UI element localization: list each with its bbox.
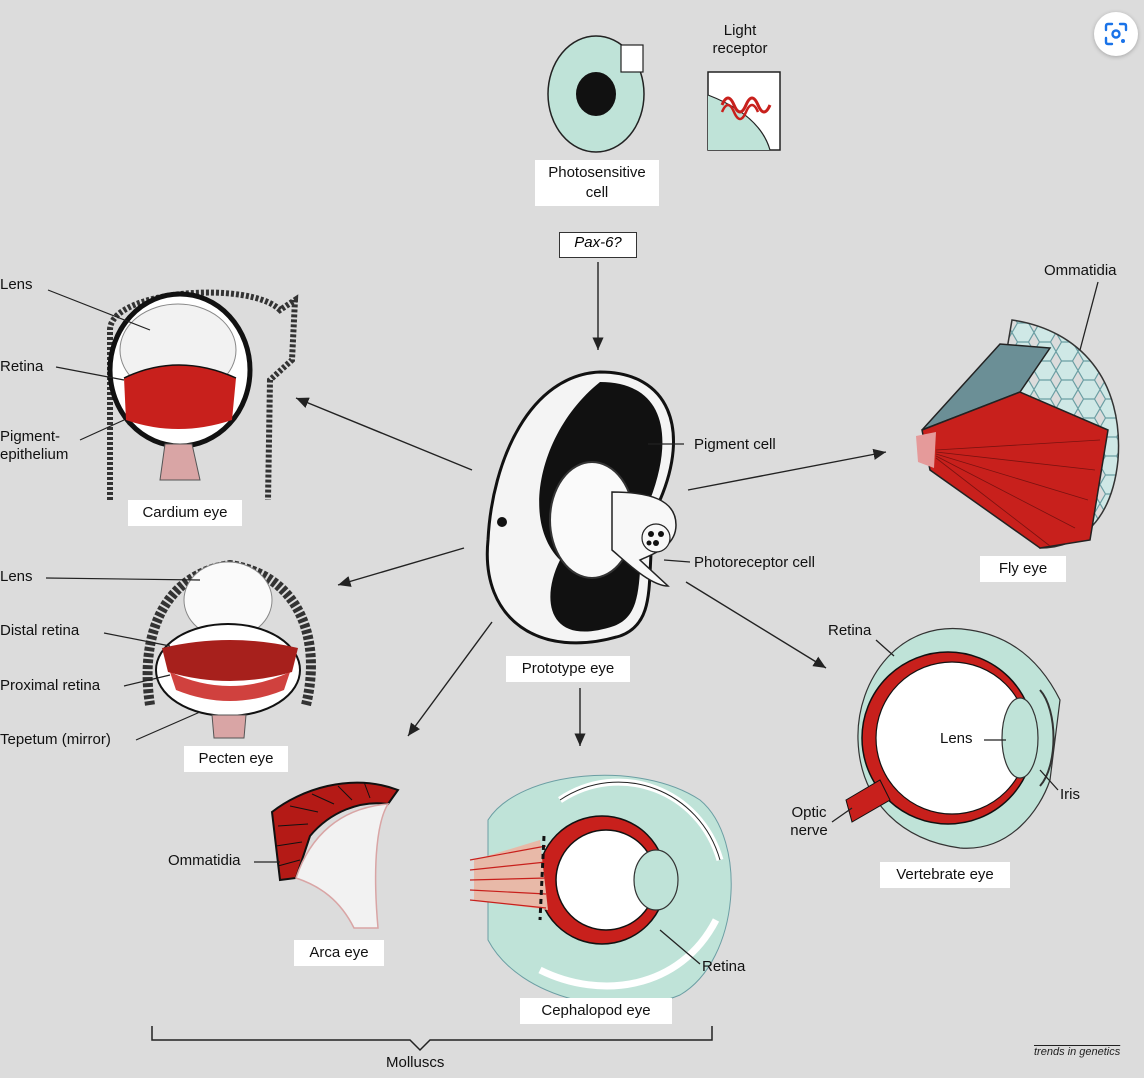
pax6-label: Pax-6?: [559, 232, 637, 258]
cephalopod-eye-title: Cephalopod eye: [520, 998, 672, 1024]
fly-eye-drawing: [916, 282, 1119, 548]
light-receptor-label: Light receptor: [708, 22, 772, 58]
cardium-eye-drawing: [48, 290, 295, 500]
cardium-retina-label: Retina: [0, 358, 43, 376]
distal-retina-label: Distal retina: [0, 622, 79, 640]
molluscs-brace: [152, 1026, 712, 1050]
optic-nerve-label: Optic nerve: [784, 804, 834, 840]
cardium-lens-label: Lens: [0, 276, 33, 294]
visual-search-button[interactable]: [1094, 12, 1138, 56]
photosensitive-cell-label: Photosensitive cell: [535, 160, 659, 206]
fly-eye-title: Fly eye: [980, 556, 1066, 582]
prototype-eye-title: Prototype eye: [506, 656, 630, 682]
arca-eye-drawing: [254, 782, 398, 928]
vertebrate-iris-label: Iris: [1060, 786, 1080, 804]
vertebrate-retina-label: Retina: [828, 622, 871, 640]
tapetum-label: Tepetum (mirror): [0, 731, 111, 749]
visual-search-icon: [1103, 21, 1129, 47]
arca-ommatidia-label: Ommatidia: [168, 852, 241, 870]
pecten-lens-label: Lens: [0, 568, 33, 586]
light-receptor-drawing: [708, 72, 780, 150]
cardium-eye-title: Cardium eye: [128, 500, 242, 526]
proximal-retina-label: Proximal retina: [0, 677, 100, 695]
pecten-eye-drawing: [46, 562, 311, 740]
pigment-cell-label: Pigment cell: [694, 436, 776, 454]
fly-ommatidia-label: Ommatidia: [1044, 262, 1117, 280]
vertebrate-eye-title: Vertebrate eye: [880, 862, 1010, 888]
molluscs-label: Molluscs: [386, 1054, 444, 1072]
cephalopod-retina-label: Retina: [702, 958, 745, 976]
photosensitive-cell-drawing: [548, 36, 644, 152]
cardium-pigment-epithelium-label: Pigment-epithelium: [0, 428, 84, 464]
pecten-eye-title: Pecten eye: [184, 746, 288, 772]
cephalopod-eye-drawing: [470, 775, 731, 1005]
vertebrate-lens-label: Lens: [940, 730, 973, 748]
prototype-eye-drawing: [487, 372, 690, 643]
photoreceptor-cell-label: Photoreceptor cell: [694, 554, 815, 572]
journal-credit: trends in genetics: [1034, 1046, 1120, 1058]
arca-eye-title: Arca eye: [294, 940, 384, 966]
